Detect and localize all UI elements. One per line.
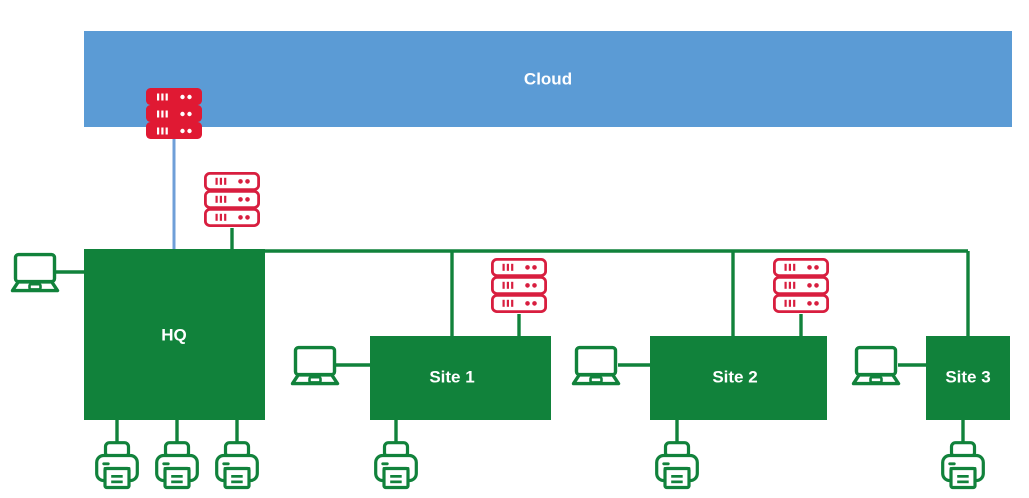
site-box-site1[interactable]: Site 1: [370, 336, 551, 420]
printer-icon-site2-1[interactable]: [655, 441, 699, 490]
site-box-site2[interactable]: Site 2: [650, 336, 827, 420]
server-icon-site1[interactable]: [490, 257, 547, 314]
cloud-zone[interactable]: Cloud: [84, 31, 1012, 127]
server-icon-cloud[interactable]: [146, 88, 202, 139]
server-icon-hq[interactable]: [203, 171, 261, 228]
printer-icon-hq-3[interactable]: [215, 441, 259, 490]
laptop-icon-site1[interactable]: [290, 345, 340, 386]
site1-label: Site 1: [429, 367, 474, 386]
site-box-site3[interactable]: Site 3: [926, 336, 1010, 420]
printer-icon-site1-1[interactable]: [374, 441, 418, 490]
hq-label: HQ: [161, 325, 187, 344]
cloud-label: Cloud: [524, 69, 572, 88]
site2-label: Site 2: [712, 367, 757, 386]
printer-icon-hq-1[interactable]: [95, 441, 139, 490]
site-box-hq[interactable]: HQ: [84, 249, 265, 420]
server-icon-site2[interactable]: [773, 257, 829, 314]
laptop-icon-hq[interactable]: [10, 252, 60, 293]
laptop-icon-site2[interactable]: [571, 345, 621, 386]
printer-icon-hq-2[interactable]: [155, 441, 199, 490]
laptop-icon-site3[interactable]: [851, 345, 901, 386]
printer-icon-site3-1[interactable]: [941, 441, 985, 490]
site3-label: Site 3: [945, 367, 990, 386]
